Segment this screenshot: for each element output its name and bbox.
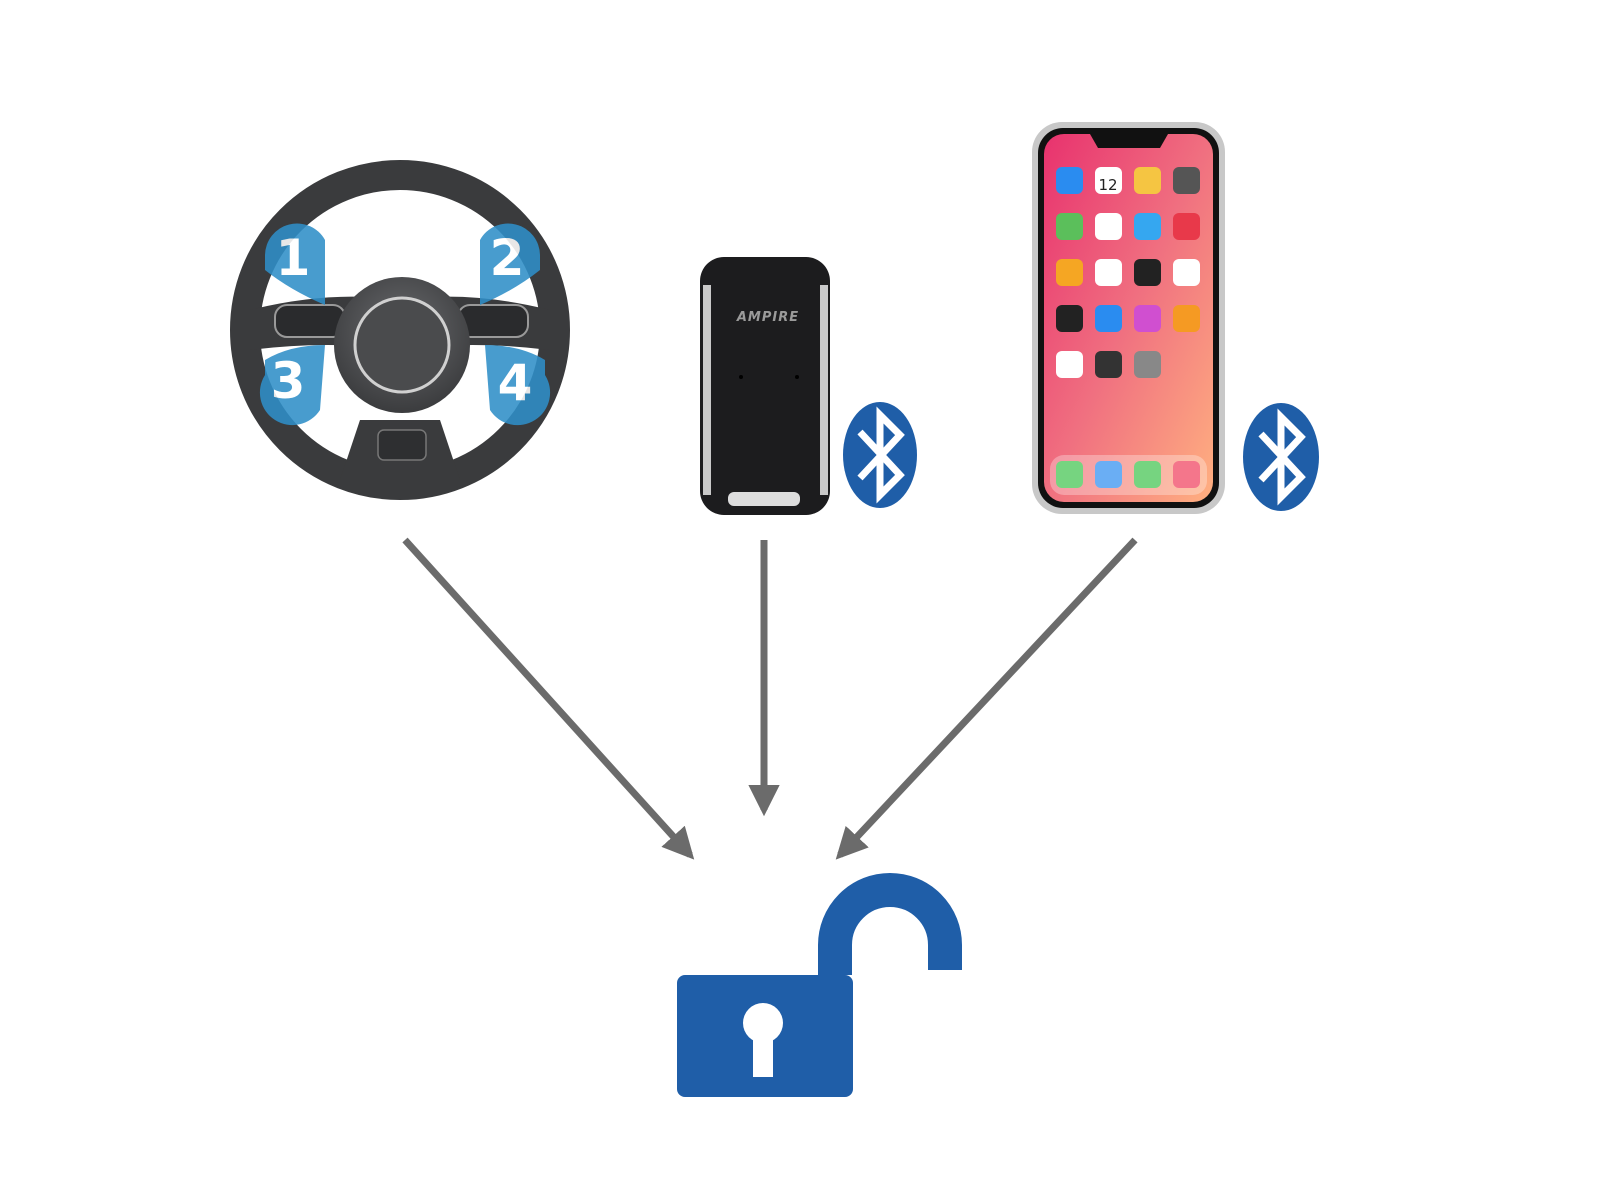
arrow-phone-to-lock	[835, 537, 1138, 860]
app-icon	[1095, 305, 1122, 332]
app-icon	[1173, 259, 1200, 286]
app-icon	[1056, 213, 1083, 240]
dock-app-icon	[1134, 461, 1161, 488]
app-icon	[1173, 167, 1200, 194]
app-icon	[1173, 213, 1200, 240]
dock-app-icon	[1056, 461, 1083, 488]
bluetooth-icon	[1243, 403, 1319, 511]
brand-logo: AMPIRE	[736, 310, 799, 325]
button-number: 1	[276, 229, 311, 287]
wheel-button-1: 1	[265, 223, 325, 305]
button-number: 3	[271, 352, 306, 410]
arrow-wheel-to-lock	[402, 537, 695, 860]
smartphone: 12	[1032, 122, 1225, 514]
app-icon	[1056, 305, 1083, 332]
app-icon	[1056, 167, 1083, 194]
app-icon	[1056, 351, 1083, 378]
horn-pad	[353, 296, 451, 394]
bluetooth-icon	[843, 402, 917, 508]
app-icon	[1173, 305, 1200, 332]
steering-wheel: 1 2 3 4	[230, 160, 570, 500]
button-number: 2	[490, 229, 525, 287]
wheel-button-3: 3	[259, 345, 325, 426]
wheel-button-2: 2	[480, 223, 540, 305]
app-icon	[1095, 259, 1122, 286]
app-icon	[1134, 259, 1161, 286]
app-icon	[1134, 167, 1161, 194]
dock-app-icon	[1173, 461, 1200, 488]
app-icon	[1095, 213, 1122, 240]
app-icon	[1134, 213, 1161, 240]
calendar-day: 12	[1098, 176, 1117, 194]
app-icon	[1056, 259, 1083, 286]
button-number: 4	[498, 354, 533, 412]
wheel-button-4: 4	[485, 345, 551, 426]
app-icon	[1134, 351, 1161, 378]
unlocked-padlock-icon	[677, 873, 962, 1097]
ampire-key-fob: AMPIRE	[700, 257, 830, 515]
app-icon	[1134, 305, 1161, 332]
left-control-pad	[274, 304, 346, 338]
app-icon	[1095, 167, 1122, 194]
app-icon	[1095, 351, 1122, 378]
app-grid	[1056, 167, 1200, 488]
dock-app-icon	[1095, 461, 1122, 488]
